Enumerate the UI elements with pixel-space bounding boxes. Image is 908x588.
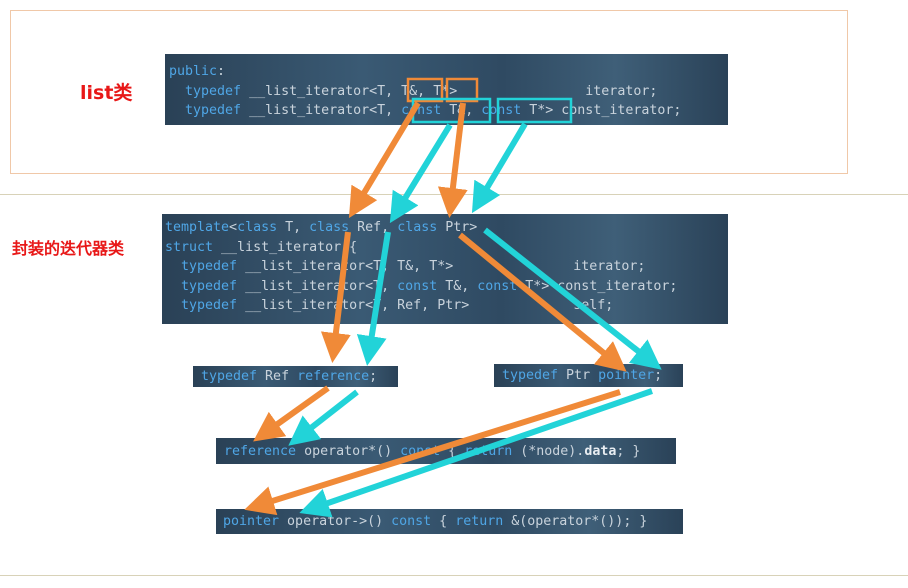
highlight-box-ref-nonconst [408,79,442,101]
highlight-box-ptr-const [498,99,571,122]
highlight-box-ref-const [413,99,490,122]
arrow-pointer-to-arrow-op [250,392,620,508]
highlight-box-ptr-nonconst [447,79,477,101]
arrow-ptr-to-template [450,103,463,212]
arrow-constptr-to-arrow-op [305,391,652,511]
arrow-constptr-to-template [475,124,525,208]
arrow-constptr-to-pointer-typedef [485,230,657,366]
arrow-ptr-to-pointer-typedef [460,235,622,368]
arrow-ref-to-reference-typedef [333,232,348,357]
arrow-reference-to-deref [258,388,328,438]
arrow-constref-to-template [393,125,450,218]
arrow-constref-to-deref [293,392,357,442]
arrow-constref-to-reference-typedef [368,232,388,360]
